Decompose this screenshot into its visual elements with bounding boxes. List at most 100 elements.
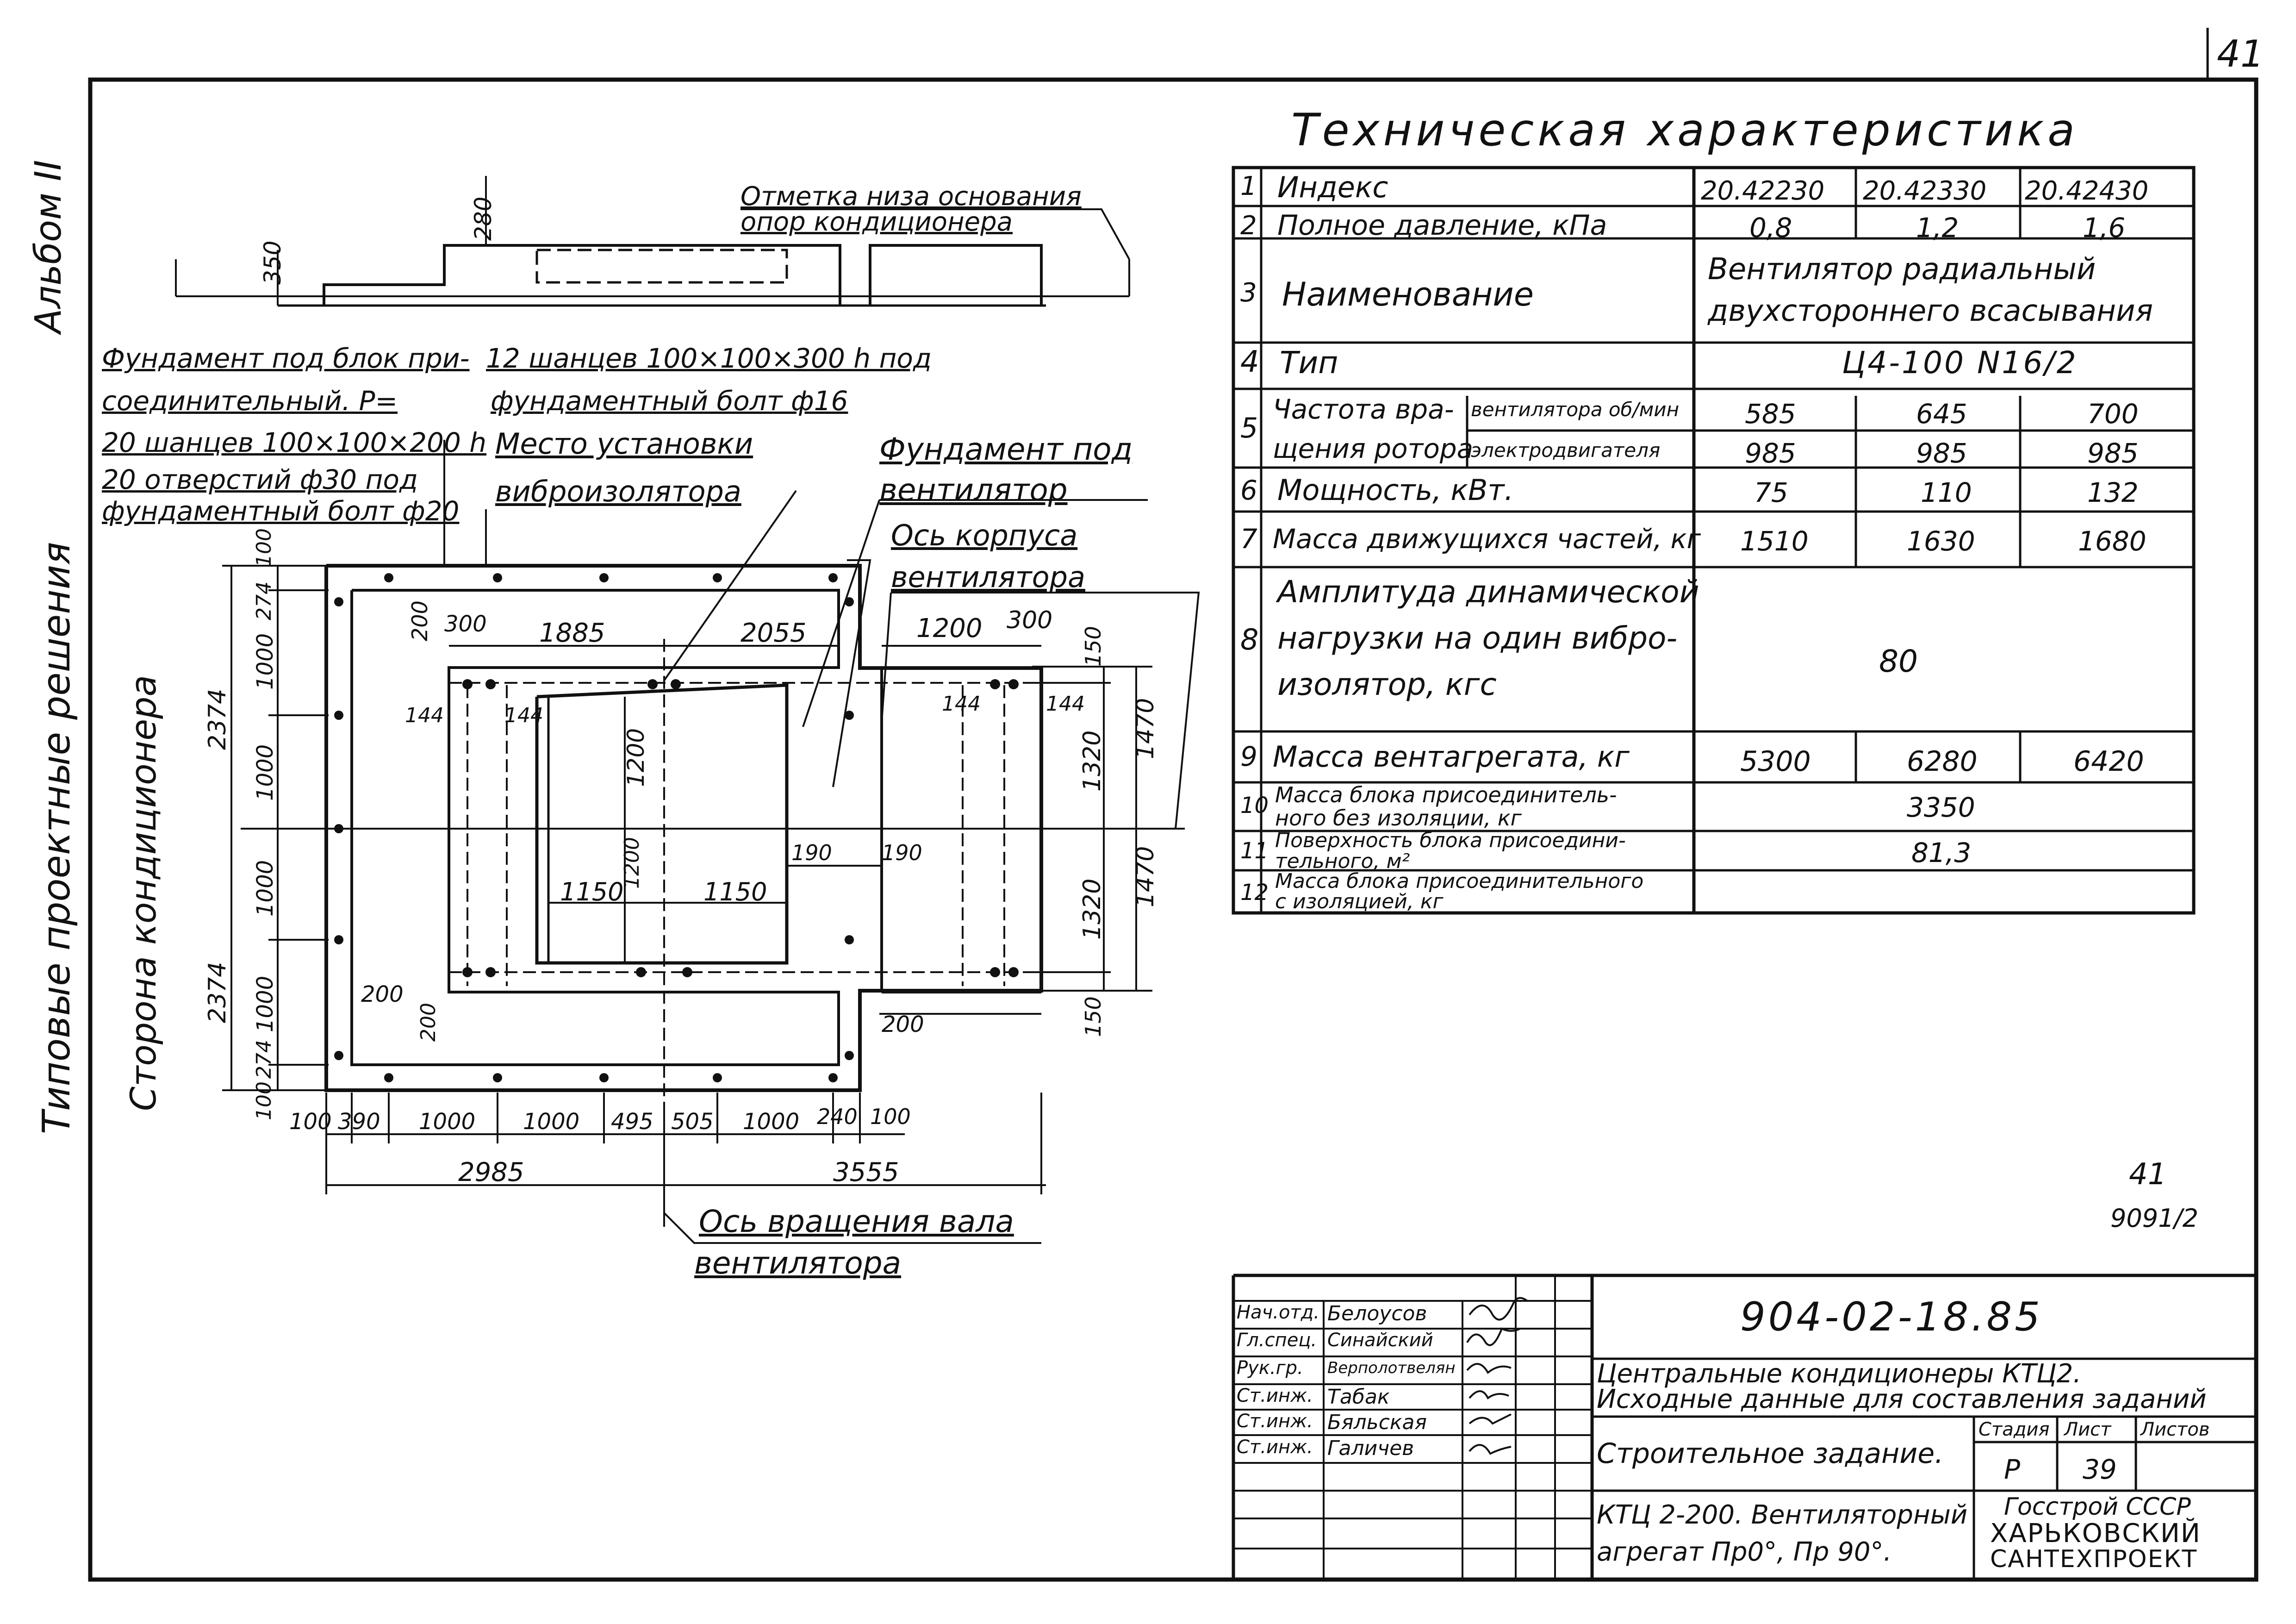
row-2-value-3: 1,6	[2083, 212, 2126, 244]
row-1-value-1: 20.42230	[1701, 176, 1825, 206]
archive-note-2: 9091/2	[2110, 1204, 2198, 1233]
dim-1150-b: 1150	[703, 877, 767, 906]
dim-bottom-1000-b: 1000	[523, 1109, 580, 1135]
row-7-number: 7	[1240, 523, 1257, 555]
person-2-name: Синайский	[1327, 1330, 1433, 1351]
row-5-sub-2: электродвигателя	[1471, 439, 1661, 462]
sheets-label: Листов	[2140, 1419, 2210, 1440]
dim-bottom-495: 495	[611, 1109, 653, 1135]
note-fan-foundation-1: Фундамент под	[879, 431, 1133, 467]
row-2-label: Полное давление, кПа	[1277, 209, 1607, 242]
row-12-label-1: Масса блока присоединительного	[1275, 869, 1644, 893]
person-5-name: Бяльская	[1327, 1411, 1427, 1434]
row-8-number: 8	[1240, 623, 1259, 656]
task-name: Строительное задание.	[1597, 1437, 1944, 1470]
dim-2055: 2055	[740, 618, 807, 648]
dim-left-100-a: 100	[252, 528, 276, 567]
row-5-label-1: Частота вра-	[1273, 394, 1454, 425]
person-3-name: Верполотвелян	[1327, 1359, 1456, 1377]
row-5-b-2: 985	[1916, 437, 1967, 469]
row-4-number: 4	[1240, 345, 1259, 379]
person-4-role: Ст.инж.	[1237, 1385, 1313, 1406]
row-11-value: 81,3	[1911, 837, 1972, 868]
note-foundation-block-2: соединительный. Р=	[102, 385, 398, 417]
elevation-note-2: опор кондиционера	[740, 207, 1013, 237]
dim-left-1000-c: 1000	[252, 860, 278, 917]
dim-left-1000-a: 1000	[252, 633, 278, 690]
row-10-label-2: ного без изоляции, кг	[1275, 806, 1522, 831]
row-5-a-3: 700	[2087, 398, 2139, 430]
person-4-name: Табак	[1327, 1385, 1390, 1409]
row-11-label-1: Поверхность блока присоедини-	[1275, 829, 1626, 852]
note-casing-axis-1: Ось корпуса	[891, 518, 1078, 552]
dim-bottom-1000-c: 1000	[743, 1109, 800, 1135]
row-2-value-2: 1,2	[1916, 212, 1959, 244]
person-3-role: Рук.гр.	[1237, 1357, 1303, 1379]
dim-1885: 1885	[539, 618, 605, 648]
album-label: Альбом II	[28, 160, 69, 333]
tech-spec-grid	[1232, 166, 2196, 915]
dim-1150-a: 1150	[560, 877, 624, 906]
row-3-label: Наименование	[1282, 275, 1534, 313]
dim-144-d: 144	[1046, 692, 1085, 716]
dim-bottom-240: 240	[817, 1104, 858, 1129]
row-5-b-1: 985	[1745, 437, 1796, 469]
row-3-value-line-2: двухстороннего всасывания	[1708, 294, 2153, 328]
dim-150-b: 150	[1081, 996, 1106, 1037]
dim-1320-b: 1320	[1078, 878, 1106, 940]
side-label: Сторона кондиционера	[123, 675, 164, 1111]
dim-bottom-3555: 3555	[833, 1157, 899, 1187]
dim-144-c: 144	[942, 692, 981, 716]
dim-144-b: 144	[504, 704, 543, 727]
row-6-number: 6	[1240, 475, 1257, 506]
dim-190-b: 190	[882, 840, 922, 865]
archive-note-1: 41	[2129, 1157, 2167, 1192]
row-9-value-3: 6420	[2073, 745, 2144, 778]
row-10-value: 3350	[1907, 792, 1975, 823]
row-2-value-1: 0,8	[1749, 212, 1792, 244]
series-label: Типовые проектные решения	[35, 542, 79, 1134]
dim-bottom-2985: 2985	[458, 1157, 524, 1187]
row-1-number: 1	[1240, 171, 1257, 201]
row-9-number: 9	[1240, 741, 1257, 772]
row-8-value: 80	[1879, 643, 1918, 679]
dim-200-c: 200	[417, 1003, 440, 1042]
row-1-value-2: 20.42330	[1863, 176, 1987, 206]
person-2-role: Гл.спец.	[1237, 1330, 1317, 1351]
row-8-label-2: нагрузки на один вибро-	[1277, 620, 1678, 656]
note-shaft-axis-1: Ось вращения вала	[699, 1204, 1014, 1239]
row-5-number: 5	[1240, 412, 1258, 444]
dim-bottom-100-b: 100	[870, 1104, 911, 1129]
row-11-number: 11	[1240, 838, 1269, 864]
signatures	[1466, 1297, 1528, 1455]
dim-left-1000-b: 1000	[252, 744, 278, 801]
dim-left-274-b: 274	[252, 1040, 276, 1079]
designation: 904-02-18.85	[1740, 1294, 2043, 1340]
dim-left-2374-a: 2374	[204, 688, 231, 750]
note-vibro-1: Место установки	[495, 427, 753, 461]
row-5-sub-1: вентилятора об/мин	[1471, 398, 1680, 421]
note-foundation-block-5: фундаментный болт ф20	[102, 495, 460, 527]
row-4-label: Тип	[1280, 345, 1338, 381]
row-8-label-3: изолятор, кгс	[1277, 667, 1497, 702]
elevation-dim-350: 350	[259, 240, 286, 285]
sheet-value: 39	[2083, 1454, 2117, 1485]
dim-bottom-505: 505	[671, 1109, 714, 1135]
row-12-label-2: с изоляцией, кг	[1275, 890, 1444, 913]
row-5-b-3: 985	[2087, 437, 2139, 469]
dim-left-274-a: 274	[252, 581, 276, 620]
title-block-grid	[1232, 1274, 2256, 1580]
dim-bottom-390: 390	[338, 1109, 380, 1135]
row-7-value-2: 1630	[1907, 525, 1975, 557]
person-6-role: Ст.инж.	[1237, 1437, 1313, 1458]
row-6-value-1: 75	[1754, 477, 1788, 508]
person-6-name: Галичев	[1327, 1437, 1414, 1460]
dim-1200-v2: 1200	[620, 837, 644, 889]
row-9-label: Масса вентагрегата, кг	[1273, 740, 1630, 774]
org-3: САНТЕХПРОЕКТ	[1990, 1545, 2198, 1573]
stage-value: Р	[2004, 1454, 2020, 1485]
row-10-label-1: Масса блока присоединитель-	[1275, 782, 1617, 807]
note-foundation-block-4: 20 отверстий ф30 под	[102, 464, 418, 495]
bolt-holes	[334, 573, 1019, 1082]
person-5-role: Ст.инж.	[1237, 1411, 1313, 1432]
